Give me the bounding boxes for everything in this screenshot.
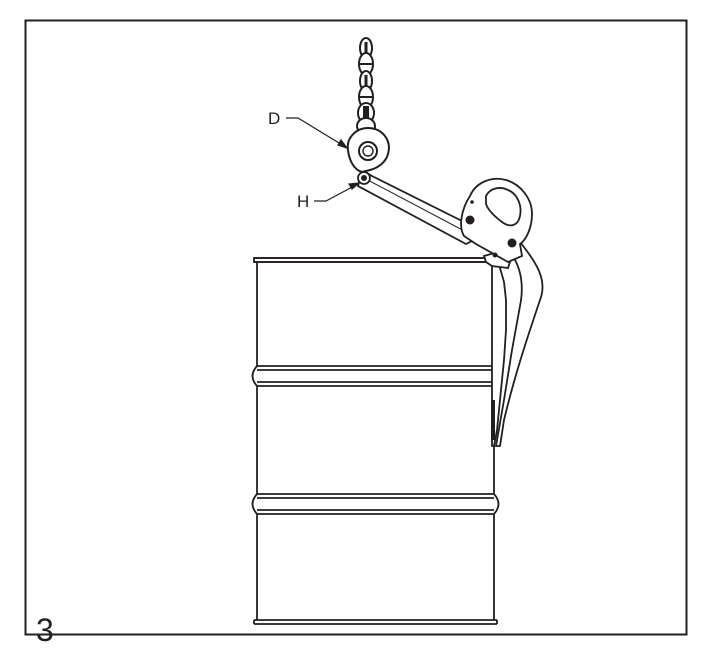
figure-number: 3 bbox=[36, 612, 54, 648]
lifting-lever bbox=[356, 168, 533, 264]
leader-line-h bbox=[314, 182, 361, 202]
hinge-pin bbox=[357, 171, 371, 185]
lifting-chain bbox=[356, 37, 376, 135]
lifting-eye bbox=[346, 126, 390, 174]
drum bbox=[251, 257, 500, 625]
clamp-jaw bbox=[482, 240, 544, 447]
label-d: D bbox=[268, 109, 280, 128]
label-h: H bbox=[297, 192, 309, 211]
figure-frame bbox=[24, 19, 688, 636]
leader-line-d bbox=[286, 117, 349, 150]
